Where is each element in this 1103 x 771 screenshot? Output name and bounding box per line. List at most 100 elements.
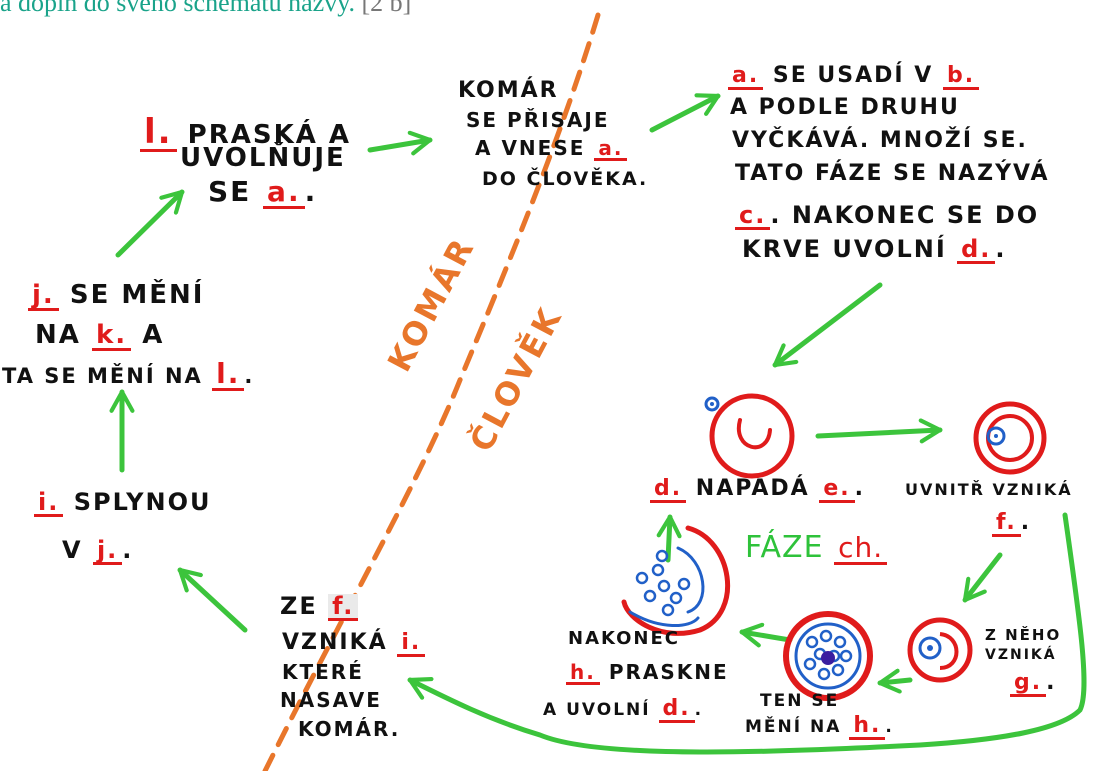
box-leftmid-line2: NA k. A: [35, 322, 164, 351]
box-komar-line1: KOMÁR: [458, 78, 559, 103]
box-topright-line4: TATO FÁZE SE NAZÝVÁ: [735, 161, 1050, 186]
box-topleft-line3: SE a..: [208, 178, 317, 209]
blank-f-inside: f.: [992, 512, 1021, 537]
box-topright-line1: a. SE USADÍ V b.: [728, 63, 980, 90]
box-bottommid-line3: KTERÉ: [282, 660, 364, 684]
arrow-tense-to-nakonec: [739, 622, 793, 648]
text-meni-na: MĚNÍ NA: [745, 717, 842, 737]
blank-i-leftlow: i.: [34, 490, 64, 517]
box-zneho-line3: g..: [1010, 672, 1056, 697]
text-faze: FÁZE: [745, 530, 824, 565]
box-komar-line3: A VNESE a.: [475, 136, 628, 161]
arrow-zneho-to-tense: [877, 668, 913, 694]
text-dot: .: [694, 700, 704, 720]
arrow-komar-to-usadi: [649, 93, 721, 133]
arrow-usadi-to-napada: [772, 282, 883, 368]
burst-cell: [621, 525, 730, 636]
arrow-meni-to-praska: [115, 189, 185, 258]
box-bottommid-line5: KOMÁR.: [298, 717, 401, 741]
box-nakonec-line2: h. PRASKNE: [566, 662, 729, 685]
arrow-long-return: [407, 512, 1087, 755]
text-a-uvolni: A UVOLNÍ: [543, 700, 651, 720]
text-vnese: A VNESE: [475, 136, 586, 160]
box-leftlow-line1: i. SPLYNOU: [34, 490, 212, 517]
blank-i-bottom: i.: [397, 632, 426, 657]
arrow-nakonec-to-napada: [656, 514, 682, 563]
box-inside-line1: UVNITŘ VZNIKÁ: [905, 480, 1073, 499]
cell-ring-tense: [783, 611, 873, 701]
text-a: A: [142, 320, 165, 350]
box-topright-line6: KRVE UVOLNÍ d..: [742, 237, 1007, 264]
blank-a-komar: a.: [594, 138, 628, 161]
cell-ring-napada: [704, 393, 795, 479]
blank-b: b.: [942, 65, 980, 90]
blank-c: c.: [735, 203, 771, 230]
arrow-uvnitr-to-zneho: [962, 552, 1003, 603]
text-se: SE: [208, 175, 252, 208]
text-dot: .: [1046, 670, 1057, 695]
text-usadi: SE USADÍ V: [772, 63, 934, 88]
box-bottommid-line1: ZE f.: [280, 592, 359, 621]
text-napada: NAPADÁ: [695, 476, 810, 501]
text-dot: .: [854, 476, 865, 501]
blank-j-leftmid: j.: [28, 282, 59, 311]
header-main: a doplň do svého schématu názvy.: [0, 0, 355, 17]
cell-ring-uvnitr: [973, 401, 1047, 475]
blank-h-tense: h.: [849, 715, 886, 740]
text-dot: .: [244, 364, 255, 388]
arrow-napada-to-uvnitr: [815, 418, 943, 444]
box-tense-line1: TEN SE: [760, 691, 840, 711]
blank-d-topright: d.: [957, 237, 996, 264]
text-dot: .: [122, 536, 134, 564]
text-na: NA: [35, 320, 81, 350]
text-dot: .: [1020, 510, 1032, 535]
header-points: [2 b]: [361, 0, 412, 17]
box-bottommid-line2: VZNIKÁ i.: [282, 630, 426, 657]
header-text: a doplň do svého schématu názvy. [2 b]: [0, 0, 411, 18]
text-dot: .: [885, 717, 894, 737]
box-komar-line4: DO ČLOVĚKA.: [482, 168, 649, 190]
text-krve: KRVE UVOLNÍ: [742, 235, 947, 263]
blank-g: g.: [1010, 672, 1047, 697]
box-leftmid-line3: TA SE MĚNÍ NA l..: [2, 360, 254, 391]
text-vznika: VZNIKÁ: [282, 630, 388, 655]
blank-f-bottom: f.: [328, 594, 359, 621]
blank-e: e.: [819, 478, 855, 503]
arrow-prasknuti-to-komar: [367, 130, 433, 156]
text-ta-se-meni: TA SE MĚNÍ NA: [2, 364, 203, 388]
box-topright-line3: VYČKÁVÁ. MNOŽÍ SE.: [732, 128, 1028, 153]
blank-d-nakonec: d.: [658, 698, 695, 723]
text-v: V: [62, 536, 83, 564]
blank-l: l.: [140, 115, 177, 152]
box-zneho-line2: VZNIKÁ: [985, 647, 1057, 663]
box-topright-line2: A PODLE DRUHU: [730, 95, 960, 120]
blank-ch: ch.: [834, 534, 888, 565]
box-zneho-line1: Z NĚHO: [985, 626, 1062, 644]
blank-k: k.: [91, 322, 132, 351]
box-nakonec-line1: NAKONEC: [568, 628, 681, 649]
box-komar-line2: SE PŘISAJE: [466, 108, 610, 132]
blank-l-leftmid: l.: [212, 360, 245, 391]
blank-a-topleft: a.: [263, 178, 305, 209]
text-splynou: SPLYNOU: [73, 488, 212, 516]
box-topleft-line1: l. PRASKÁ A: [140, 115, 351, 152]
text-dot: .: [304, 175, 318, 208]
divider-line: [262, 12, 601, 771]
blank-d-attack: d.: [650, 478, 687, 503]
blank-h-nakonec: h.: [566, 662, 600, 685]
box-leftlow-line2: V j..: [62, 538, 133, 565]
box-bottommid-line4: NASAVE: [280, 688, 382, 712]
box-topleft-line2: UVOLŇUJE: [180, 143, 346, 173]
text-praskne: PRASKNE: [608, 660, 729, 684]
blank-a-topright: a.: [728, 65, 764, 90]
blank-j-leftlow: j.: [92, 538, 123, 565]
text-se-meni: SE MĚNÍ: [69, 280, 205, 310]
text-nakonec-do: . NAKONEC SE DO: [770, 201, 1040, 229]
box-leftmid-line1: j. SE MĚNÍ: [28, 282, 204, 311]
text-ze: ZE: [280, 592, 318, 620]
box-topright-line5: c.. NAKONEC SE DO: [735, 203, 1039, 230]
text-praska: PRASKÁ A: [187, 120, 352, 150]
box-tense-line2: MĚNÍ NA h..: [745, 715, 894, 740]
box-attack: d. NAPADÁ e..: [650, 478, 865, 503]
box-inside-line2: f..: [992, 512, 1031, 537]
